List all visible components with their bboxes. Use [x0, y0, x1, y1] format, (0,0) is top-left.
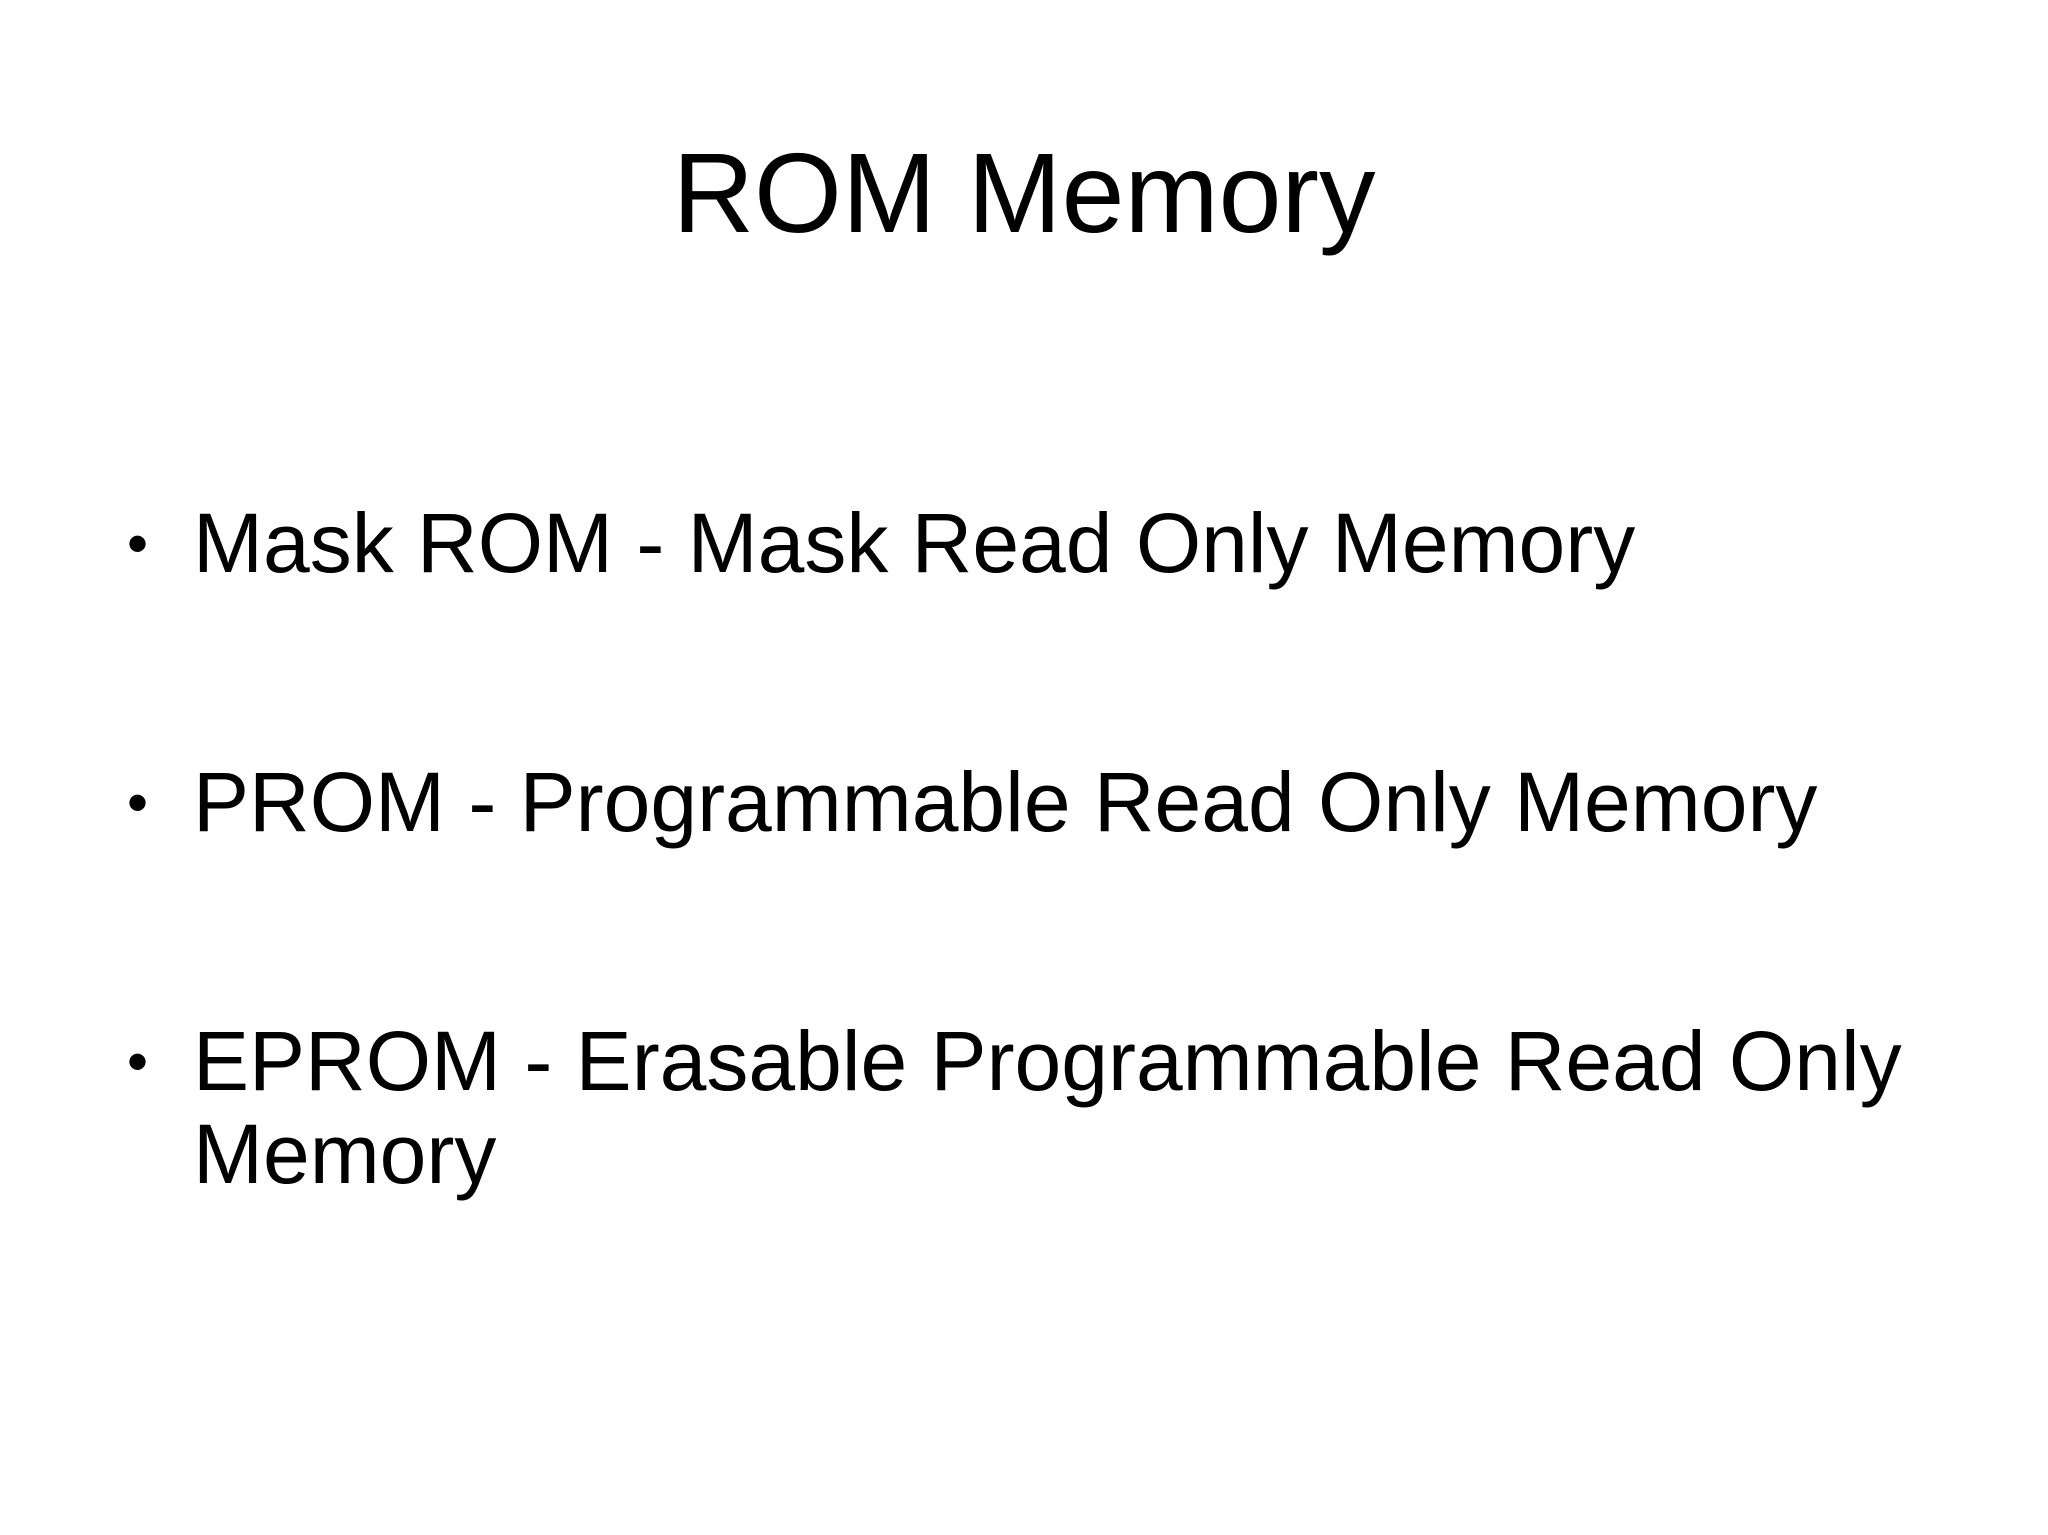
bullet-text: Mask ROM - Mask Read Only Memory — [193, 496, 1636, 590]
slide-title: ROM Memory — [672, 130, 1376, 256]
bullet-text: PROM - Programmable Read Only Memory — [193, 755, 1818, 849]
bullet-icon: • — [127, 510, 149, 577]
bullet-icon: • — [127, 769, 149, 836]
bullet-icon: • — [127, 1028, 149, 1095]
bullet-text: EPROM - Erasable Programmable Read Only … — [193, 1014, 1902, 1201]
